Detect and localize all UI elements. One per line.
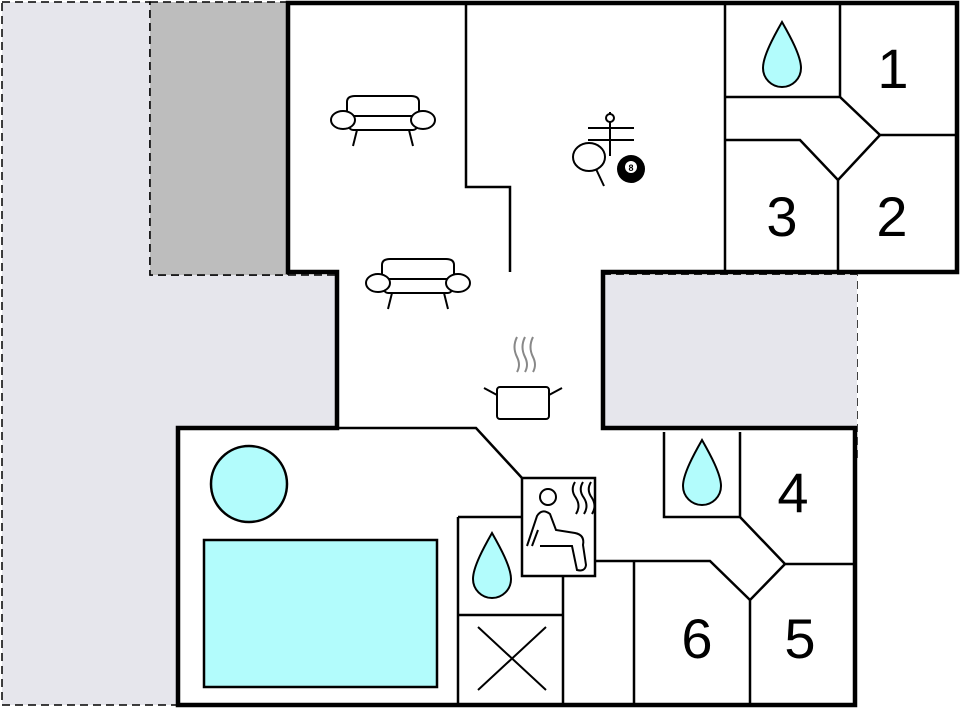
outdoor-area-right-fill: [603, 275, 857, 428]
room-4-label: 4: [777, 461, 808, 524]
house-outline: [175, 0, 960, 708]
game-table-icon: [588, 112, 634, 156]
room-2-label: 2: [876, 185, 907, 248]
billiard-ball-icon: 8: [617, 155, 645, 183]
billiard-ball-label: 8: [628, 163, 633, 173]
whirlpool-icon: [209, 444, 289, 524]
room-1-label: 1: [877, 37, 908, 100]
cooking-pot-icon: [483, 336, 563, 420]
storage-x-icon: [477, 626, 547, 691]
terrace: [149, 1, 289, 276]
bathroom-droplet-icon: [681, 437, 723, 506]
pool-icon: [202, 538, 439, 689]
table-tennis-icon: [572, 142, 606, 187]
room-3-label: 3: [766, 185, 797, 248]
room-5-label: 5: [784, 607, 815, 670]
bathroom-droplet-icon: [471, 530, 513, 599]
room-6-label: 6: [681, 607, 712, 670]
sofa-icon: [330, 95, 436, 147]
inner-walls: [337, 5, 957, 705]
sauna-icon: [520, 476, 597, 578]
bathroom-droplet-icon: [761, 19, 803, 88]
sofa-icon: [365, 258, 471, 310]
